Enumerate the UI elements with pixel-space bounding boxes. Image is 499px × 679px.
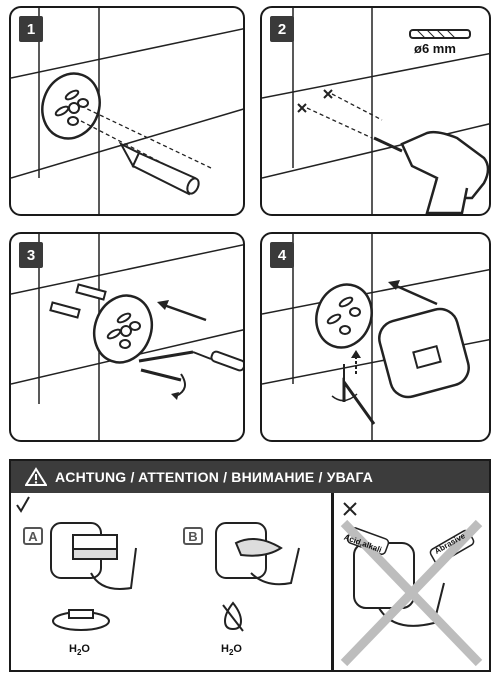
screwdriver-icon	[192, 350, 243, 372]
step-number-badge: 2	[270, 16, 294, 42]
mounted-plate	[315, 283, 373, 349]
step-3-illustration	[11, 234, 243, 440]
power-drill-icon	[373, 130, 489, 214]
warning-title: ACHTUNG / ATTENTION / ВНИМАНИЕ / УВАГА	[55, 469, 374, 485]
direction-arrow-icon	[391, 282, 438, 306]
step-1-illustration	[11, 8, 243, 214]
hook-with-sponge-icon	[50, 522, 137, 590]
mounting-plate	[41, 72, 101, 140]
drill-bit-icon	[409, 29, 471, 39]
hook-housing-icon	[378, 307, 470, 399]
step-number-badge: 4	[270, 242, 294, 268]
step-2-illustration	[262, 8, 489, 214]
cross-icon	[343, 502, 357, 516]
check-icon	[16, 496, 30, 513]
step-3-panel: 3	[9, 232, 245, 442]
warning-section: ACHTUNG / ATTENTION / ВНИМАНИЕ / УВАГА A…	[9, 459, 491, 672]
allen-key-icon	[342, 377, 376, 425]
hook-with-cloth-icon	[215, 522, 300, 586]
water-label-a: H2O	[69, 643, 90, 658]
mounting-plate	[92, 294, 154, 364]
step-number-badge: 1	[19, 16, 43, 42]
water-bowl-icon	[52, 609, 110, 631]
warning-divider	[331, 493, 334, 671]
option-b-label: B	[183, 527, 203, 545]
no-water-icon	[222, 601, 244, 632]
step-4-panel: 4	[260, 232, 491, 442]
care-allowed-illustration	[16, 496, 300, 632]
warning-triangle-icon	[25, 467, 47, 486]
drill-hole-marks	[297, 89, 333, 113]
warning-header: ACHTUNG / ATTENTION / ВНИМАНИЕ / УВАГА	[11, 461, 489, 493]
screws-icon	[138, 350, 194, 382]
step-1-panel: 1	[9, 6, 245, 216]
drill-diameter-label: ø6 mm	[414, 41, 456, 56]
option-a-label: A	[23, 527, 43, 545]
pencil-icon	[118, 141, 200, 196]
care-forbidden-illustration	[340, 502, 483, 667]
wall-plugs-icon	[49, 283, 107, 319]
direction-arrow-icon	[160, 302, 207, 322]
water-label-b: H2O	[221, 643, 242, 658]
step-2-panel: 2 ø6 mm	[260, 6, 491, 216]
step-4-illustration	[262, 234, 489, 440]
step-number-badge: 3	[19, 242, 43, 268]
